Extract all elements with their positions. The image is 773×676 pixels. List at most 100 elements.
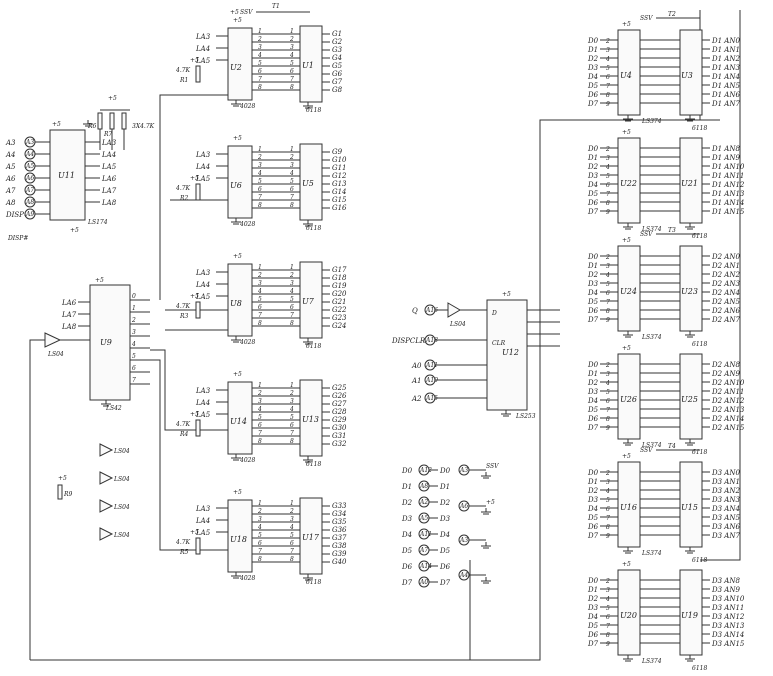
pin-num: 1 — [290, 28, 294, 35]
latch-t-label: T2 — [668, 11, 676, 18]
decoder-part: 4028 — [239, 457, 255, 464]
resistor-power: +5 — [190, 411, 199, 418]
pin-num: 4 — [605, 164, 610, 171]
latch-input-label: D0 — [587, 145, 599, 153]
anode-output-label: D2 AN8 — [711, 361, 740, 369]
pin-num: 3 — [290, 398, 294, 405]
decoder-chip — [227, 263, 253, 337]
u12-input-label: A1 — [411, 377, 422, 385]
latch-input-label: D7 — [587, 532, 599, 540]
pin-num: 5 — [606, 389, 610, 396]
anode-output-label: D1 AN14 — [711, 199, 744, 207]
latch-input-label: D6 — [587, 91, 599, 99]
pin-num: 3 — [606, 155, 610, 162]
pin-num: 7 — [290, 430, 294, 437]
latch-driver-part: 6118 — [692, 125, 707, 132]
u11-output-label: LA8 — [101, 199, 117, 207]
pin-num: 8 — [290, 84, 294, 91]
u12-pin-label: A18 — [425, 337, 438, 344]
anode-output-label: D2 AN14 — [711, 415, 744, 423]
resistor-label: R2 — [179, 195, 189, 202]
driver-part: 6118 — [306, 107, 321, 114]
anode-output-label: D2 AN10 — [711, 379, 745, 387]
anode-output-label: D3 AN13 — [711, 622, 745, 630]
decoder-input-label: LA5 — [195, 529, 211, 537]
grid-output-label: G9 — [332, 148, 343, 156]
pin-num: 4 — [289, 406, 294, 413]
latch-driver-label: U15 — [681, 503, 698, 512]
grid-output-label: G14 — [332, 188, 347, 196]
anode-output-label: D1 AN2 — [711, 55, 740, 63]
latch-input-label: D1 — [587, 154, 598, 162]
grid-output-label: G33 — [332, 502, 347, 510]
anode-output-label: D2 AN11 — [711, 388, 744, 396]
anode-output-label: D2 AN6 — [711, 307, 740, 315]
u12-part: LS253 — [515, 413, 536, 420]
pin-num: 3 — [290, 44, 294, 51]
grid-output-label: G26 — [332, 392, 347, 400]
u9-input-label: LA8 — [61, 323, 77, 331]
latch-input-label: D3 — [587, 388, 599, 396]
pin-num: 5 — [606, 281, 610, 288]
u12-chip — [486, 299, 528, 411]
decoder-resistor — [195, 301, 201, 319]
latch-input-label: D1 — [587, 370, 598, 378]
anode-output-label: D1 AN5 — [711, 82, 740, 90]
anode-output-label: D3 AN2 — [711, 487, 740, 495]
decoder-input-label: LA4 — [195, 163, 210, 171]
u12-pin-label: A10 — [425, 377, 438, 384]
resistor-label: R3 — [179, 313, 189, 320]
grid-output-label: G7 — [332, 78, 343, 86]
pin-num: 6 — [290, 422, 294, 429]
conn-right-label: D4 — [439, 531, 450, 539]
pin-num: 1 — [290, 382, 294, 389]
grid-output-label: G25 — [332, 384, 347, 392]
latch-power: +5 — [622, 561, 631, 568]
conn-right-label: D7 — [439, 579, 451, 587]
u9-chip — [89, 284, 131, 401]
resistor-power: +5 — [190, 529, 199, 536]
pin-num: 3 — [606, 263, 610, 270]
pin-num: 4 — [605, 596, 610, 603]
grid-output-label: G32 — [332, 440, 347, 448]
u11-label: U11 — [58, 171, 75, 180]
latch-input-label: D6 — [587, 307, 599, 315]
u11-power: +5 — [52, 121, 61, 128]
pin-num: 8 — [290, 556, 294, 563]
latch-input-label: D3 — [587, 64, 599, 72]
pin-num: 6 — [606, 290, 610, 297]
anode-output-label: D1 AN8 — [711, 145, 740, 153]
u11-part: LS174 — [87, 219, 108, 226]
anode-output-label: D1 AN7 — [711, 100, 740, 108]
decoder-chip — [227, 27, 253, 101]
driver-label: U1 — [302, 61, 314, 70]
latch-power: +5 — [622, 237, 631, 244]
latch-driver-part: 6118 — [692, 557, 707, 564]
u11-pin-label: A5 — [25, 163, 34, 170]
decoder-chip — [227, 145, 253, 219]
pin-num: 7 — [258, 548, 262, 555]
anode-output-label: D1 AN12 — [711, 181, 745, 189]
pin-num: 2 — [289, 272, 294, 279]
grid-output-label: G19 — [332, 282, 347, 290]
resistor-power: +5 — [190, 57, 199, 64]
latch-input-label: D0 — [587, 361, 599, 369]
latch-input-label: D1 — [587, 586, 598, 594]
pin-num: 4 — [289, 52, 294, 59]
u11-input-label: A3 — [5, 139, 16, 147]
pin-num: 7 — [290, 548, 294, 555]
pin-num: 2 — [605, 362, 610, 369]
decoder-resistor — [195, 419, 201, 437]
latch-input-label: D4 — [587, 73, 598, 81]
latch-driver-label: U3 — [681, 71, 693, 80]
latch-driver-label: U19 — [681, 611, 698, 620]
decoder-input-label: LA5 — [195, 411, 211, 419]
latch-driver-part: 6118 — [692, 665, 707, 672]
u9-pin-num: 5 — [132, 353, 136, 360]
anode-output-label: D3 AN9 — [711, 586, 740, 594]
pin-num: 5 — [606, 65, 610, 72]
grid-output-label: G17 — [332, 266, 347, 274]
inverter-part: LS04 — [47, 351, 64, 358]
latch-input-label: D6 — [587, 199, 599, 207]
